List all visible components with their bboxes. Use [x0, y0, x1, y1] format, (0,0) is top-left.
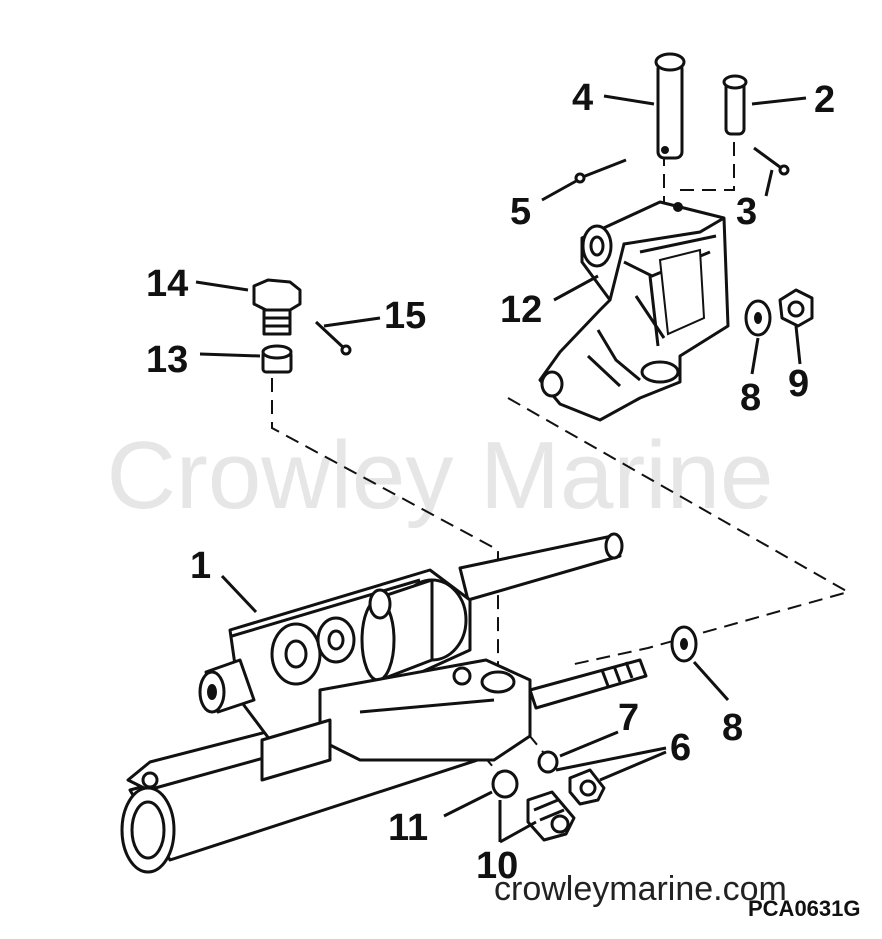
o-ring-part-7	[537, 750, 559, 774]
cotter-pin-part-5	[574, 158, 627, 184]
cylinder-assembly-part-1	[120, 532, 648, 874]
callout-12: 12	[500, 289, 542, 331]
callout-7: 7	[618, 697, 639, 739]
callout-5: 5	[510, 191, 531, 233]
bracket-part-12	[538, 200, 730, 422]
pin-long-part-4	[654, 52, 686, 160]
fitting-part-6	[568, 768, 606, 806]
callout-3: 3	[736, 191, 757, 233]
washer-part-8-upper	[744, 299, 772, 337]
leader-lines	[195, 94, 807, 844]
fitting-part-10	[526, 790, 576, 842]
callout-13: 13	[146, 339, 188, 381]
callout-8-lower: 8	[722, 707, 743, 749]
figure-code-text: PCA0631G	[748, 896, 861, 921]
bolt-part-14	[252, 278, 302, 336]
o-ring-part-11	[491, 769, 519, 799]
cotter-pin-part-3	[753, 146, 790, 176]
callout-15: 15	[384, 295, 426, 337]
watermark-text: Crowley Marine	[107, 422, 774, 529]
callout-2: 2	[814, 79, 835, 121]
site-url-text: crowleymarine.com	[494, 870, 787, 908]
callout-6: 6	[670, 727, 691, 769]
callout-9: 9	[788, 363, 809, 405]
pin-short-part-2	[722, 74, 748, 136]
callout-11: 11	[388, 807, 428, 849]
callout-4: 4	[572, 77, 593, 119]
washer-part-8-lower	[670, 625, 698, 663]
callout-10: 10	[476, 845, 518, 887]
spacer-part-13	[261, 344, 293, 374]
callout-8-upper: 8	[740, 377, 761, 419]
callout-14: 14	[146, 263, 188, 305]
nut-part-9	[778, 288, 814, 328]
callout-1: 1	[190, 545, 211, 587]
cotter-pin-part-15	[314, 320, 352, 356]
